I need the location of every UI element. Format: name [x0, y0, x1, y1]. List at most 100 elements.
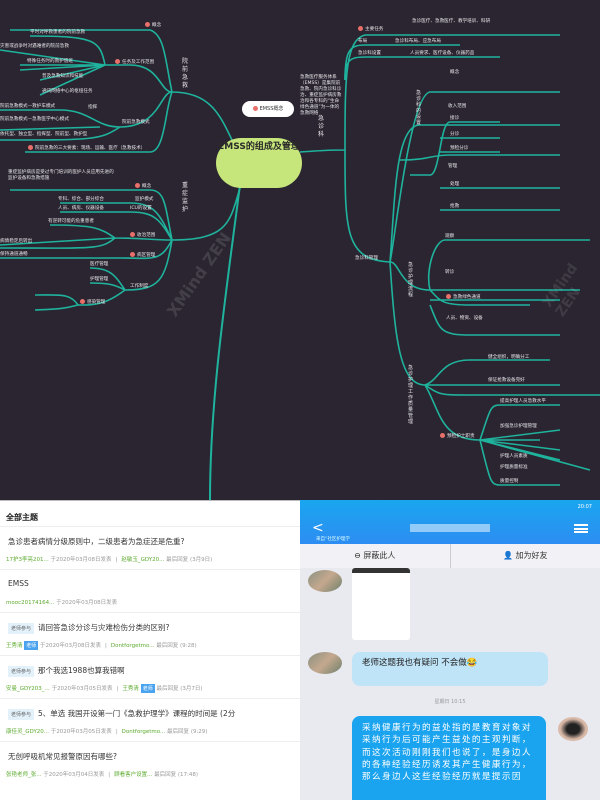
branch-er-mgmt[interactable]: 急诊科管理 — [355, 256, 378, 261]
marker-icon — [135, 183, 140, 188]
replier-link[interactable]: Dontforgetmo... — [110, 643, 155, 649]
branch-er-nursing[interactable]: 急诊护理流程 — [408, 262, 414, 298]
node[interactable]: 灾害或战争时对遇难者的院前急救 — [0, 44, 69, 49]
node[interactable]: 院前急救模式—救护车模式 — [0, 104, 56, 109]
replier-link[interactable]: 顾看客户设置... — [114, 772, 153, 778]
node[interactable]: 处理 — [450, 182, 460, 187]
node[interactable]: 急诊医疗、急救医疗、教学培训、科研 — [412, 19, 491, 24]
node[interactable]: 依托型、独立型、指挥型、院前型、救护型 — [0, 132, 88, 137]
emss-concept-node[interactable]: EMSS概念 — [242, 101, 294, 117]
node[interactable]: 护理质量标准 — [500, 465, 528, 470]
author-link[interactable]: mooc20174164... — [6, 600, 55, 606]
replier-link[interactable]: Dontforgetmo... — [121, 729, 166, 735]
node[interactable]: 院前急救模式 — [122, 120, 150, 125]
topic-title[interactable]: 急诊患者病情分级原则中，二级患者为急症还是危重? — [8, 537, 185, 546]
node[interactable]: 预检护士职责 — [447, 434, 475, 439]
author-link[interactable]: 王秀清 — [6, 643, 23, 649]
node[interactable]: 院前急救模式—急救医学中心模式 — [0, 117, 69, 122]
node[interactable]: 管理 — [448, 164, 458, 169]
node[interactable]: 人员、病房、仪器设备 — [58, 206, 104, 211]
node[interactable]: 专科、综合、部分综合 — [58, 197, 104, 202]
node[interactable]: 急诊科设置 — [358, 51, 381, 56]
node[interactable]: 加强急诊护理管理 — [500, 424, 537, 429]
node[interactable]: 接诊 — [450, 116, 460, 121]
node[interactable]: 感染管理 — [87, 300, 106, 305]
node[interactable]: 预检分诊 — [450, 146, 469, 151]
node[interactable]: ICU的设置 — [130, 206, 152, 211]
menu-icon[interactable] — [574, 524, 588, 533]
last-reply-time: (17:48) — [177, 772, 199, 778]
teacher-tag: 老师参与 — [8, 708, 35, 720]
node[interactable]: 保持通道通畅 — [0, 252, 28, 257]
node[interactable]: 医疗管理 — [90, 262, 109, 267]
node[interactable]: 概念 — [450, 70, 460, 75]
node[interactable]: 平时对呼救患者的院前急救 — [30, 30, 86, 35]
topic-row[interactable]: 老师参与那个我选1988也算我错啊 安曼_GDY203_... 于2020年03… — [0, 655, 300, 698]
node[interactable]: 病区管理 — [137, 253, 156, 258]
central-topic[interactable]: EMSS的组成及管理 — [216, 138, 302, 188]
node[interactable]: 保证抢救设备完好 — [488, 378, 525, 383]
topic-title[interactable]: 那个我选1988也算我错啊 — [38, 666, 125, 675]
node[interactable]: 提高护理人员急救水平 — [500, 399, 546, 404]
node[interactable]: 特殊任务时的救护值班 — [27, 59, 73, 64]
node[interactable]: 指挥 — [88, 105, 98, 110]
author-link[interactable]: 17护3李亮201... — [6, 557, 49, 563]
node[interactable]: 分诊 — [450, 132, 460, 137]
my-avatar[interactable] — [558, 717, 588, 741]
node[interactable]: 病情稳定后转出 — [0, 239, 33, 244]
chat-screen: 20:07 < 来自“社区护理学 ⊖ 屏蔽此人 👤 加为好友 老师这题我也有疑问… — [300, 500, 600, 800]
branch-er[interactable]: 急诊科 — [318, 115, 325, 138]
sender-avatar[interactable] — [308, 570, 342, 592]
node[interactable]: 监护模式 — [135, 197, 154, 202]
node[interactable]: 转诊 — [445, 270, 455, 275]
node[interactable]: 急救绿色通道 — [453, 295, 481, 300]
add-friend-button[interactable]: 👤 加为好友 — [502, 551, 548, 560]
node[interactable]: 观察 — [445, 234, 455, 239]
author-link[interactable]: 康佳灵_GDY20... — [6, 729, 50, 735]
back-icon[interactable]: < — [312, 520, 324, 536]
node[interactable]: 质量控制 — [500, 479, 519, 484]
image-message[interactable] — [352, 568, 410, 640]
sender-avatar[interactable] — [308, 652, 342, 674]
replier-link[interactable]: 赵敏玉_GDY20... — [121, 557, 165, 563]
node[interactable]: 重症监护病房是受过专门培训的医护人员应用先进的监护设备和急救措施 — [8, 170, 114, 181]
branch-prehospital[interactable]: 院前急救 — [182, 58, 189, 89]
node[interactable]: 人员、物资、设备 — [446, 316, 483, 321]
node[interactable]: 院前急救的三大要素：现场、运输、医疗（急救技术） — [35, 146, 146, 151]
node[interactable]: 人员要求、医疗设备、仪器药品 — [410, 51, 475, 56]
node[interactable]: 通讯网络中心的枢纽任务 — [42, 89, 93, 94]
author-link[interactable]: 张艳老师_张... — [6, 772, 42, 778]
node[interactable]: 收治范围 — [137, 233, 156, 238]
node[interactable]: 急诊科布局、应急布局 — [395, 39, 441, 44]
node[interactable]: 护理人员素质 — [500, 454, 528, 459]
node[interactable]: 工作制度 — [130, 284, 149, 289]
node[interactable]: 抢救 — [450, 204, 460, 209]
node[interactable]: 有逆转可能的危重患者 — [48, 219, 94, 224]
branch-er-setup[interactable]: 急诊科的设置 — [416, 90, 422, 126]
post-date: 于2020年03月04日发表 — [43, 772, 105, 778]
topic-title[interactable]: 无创呼吸机常见报警原因有哪些? — [8, 752, 117, 761]
node[interactable]: 概念 — [152, 23, 162, 28]
node[interactable]: 任务及工作范围 — [122, 60, 155, 65]
node[interactable]: 护理管理 — [90, 277, 109, 282]
author-link[interactable]: 安曼_GDY203_... — [6, 686, 50, 692]
topic-row[interactable]: 老师参与请回答急诊分诊与灾难检伤分类的区别? 王秀清 老师 于2020年03月0… — [0, 612, 300, 655]
node[interactable]: 健全组织，明确分工 — [488, 355, 530, 360]
branch-icu[interactable]: 重症监护 — [182, 182, 189, 213]
replier-link[interactable]: 王秀清 — [122, 686, 139, 692]
node[interactable]: 普及急救知识和技能 — [42, 74, 84, 79]
block-user-button[interactable]: ⊖ 屏蔽此人 — [300, 544, 451, 568]
marker-icon — [145, 22, 150, 27]
node[interactable]: 主要任务 — [365, 27, 384, 32]
node[interactable]: 收入范围 — [448, 104, 467, 109]
topic-title[interactable]: 5、单选 我国开设第一门《急救护理学》课程的时间是 (2分 — [38, 709, 236, 718]
topic-row[interactable]: 无创呼吸机常见报警原因有哪些? 张艳老师_张... 于2020年03月04日发表… — [0, 741, 300, 784]
node[interactable]: 布局 — [358, 39, 368, 44]
topic-title[interactable]: 请回答急诊分诊与灾难检伤分类的区别? — [38, 623, 170, 632]
node[interactable]: 概念 — [142, 184, 152, 189]
topic-row[interactable]: 急诊患者病情分级原则中，二级患者为急症还是危重? 17护3李亮201... 于2… — [0, 526, 300, 569]
topic-row[interactable]: EMSS mooc20174164... 于2020年03月08日发表 — [0, 569, 300, 612]
topic-title[interactable]: EMSS — [8, 579, 29, 588]
branch-er-work[interactable]: 急诊护理工作质量管理 — [408, 365, 414, 425]
